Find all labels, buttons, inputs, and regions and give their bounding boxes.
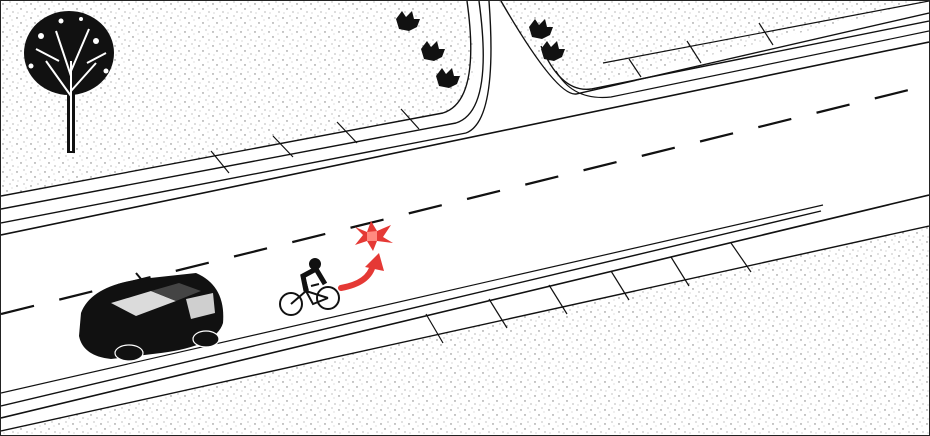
cyclist-icon [280, 259, 339, 315]
car-icon [79, 273, 223, 361]
turn-arrow-icon [341, 253, 384, 288]
